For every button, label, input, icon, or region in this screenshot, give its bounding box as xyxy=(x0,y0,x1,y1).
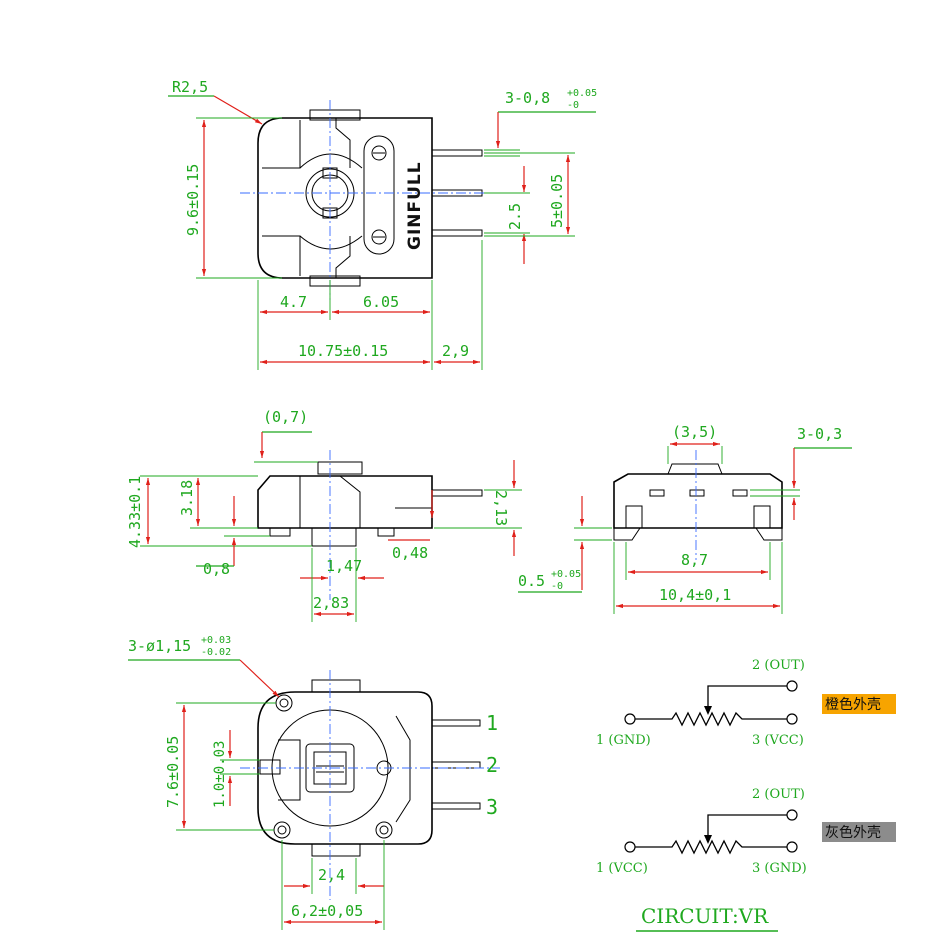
dim-end-inner: 8,7 xyxy=(681,551,708,569)
dim-post-width: 2,83 xyxy=(313,594,349,612)
dim-clearance: 0,48 xyxy=(392,544,428,562)
svg-text:+0.03: +0.03 xyxy=(201,635,231,646)
dim-hole-dia: 3-ø1,15 xyxy=(128,637,191,655)
dim-width-right: 6.05 xyxy=(363,293,399,311)
svg-text:+0.05: +0.05 xyxy=(567,88,597,99)
circuit1-left-label: 1 (GND) xyxy=(596,733,651,748)
svg-text:+0.05: +0.05 xyxy=(551,569,581,580)
pin-number-3: 3 xyxy=(486,795,498,819)
dim-side-offset: (0,7) xyxy=(263,408,308,426)
dim-end-outer: 10,4±0,1 xyxy=(659,586,731,604)
dim-post: 1,47 xyxy=(326,557,362,575)
circuit-caption: CIRCUIT:VR xyxy=(641,904,769,928)
circuit1-right-label: 3 (VCC) xyxy=(752,733,804,748)
bottom-view: 1 2 3 3-ø1,15 +0.03 -0.02 7.6±0.05 1.0±0… xyxy=(128,635,500,930)
top-slider-plate xyxy=(363,135,395,255)
dim-span: 5±0.05 xyxy=(548,174,566,228)
end-shaft xyxy=(667,463,723,475)
end-view: (3,5) 3-0,3 0.5 +0.05 -0 8,7 10,4±0,1 xyxy=(518,423,852,614)
pin-number-1: 1 xyxy=(486,711,498,735)
bottom-pin-3 xyxy=(431,802,481,810)
brand-text: GINFULL xyxy=(405,161,425,250)
dim-foot: 0,8 xyxy=(203,560,230,578)
circuit1-terminal-right xyxy=(786,713,798,725)
side-pin xyxy=(431,489,483,497)
dim-bottom-width: 6,2±0,05 xyxy=(291,902,363,920)
pin-number-2: 2 xyxy=(486,753,498,777)
svg-text:-0.02: -0.02 xyxy=(201,647,231,658)
circuit2-left-label: 1 (VCC) xyxy=(596,861,648,876)
dim-radius: R2,5 xyxy=(172,78,208,96)
side-body xyxy=(257,475,433,529)
svg-text:-0: -0 xyxy=(567,100,579,111)
mount-hole-2 xyxy=(273,821,291,839)
end-body xyxy=(613,473,783,529)
circuit1-tag-bg xyxy=(822,694,896,714)
dim-pin-height: 2,13 xyxy=(492,490,510,526)
top-pin-1 xyxy=(431,149,483,157)
top-tab-lower xyxy=(309,275,361,287)
dim-height: 9.6±0.15 xyxy=(184,164,202,236)
side-post xyxy=(311,527,357,547)
top-view: GINFULL R2,5 9.6±0.15 3-0,8 +0.05 -0 2.5 xyxy=(168,78,597,370)
dim-pin-length: 2,9 xyxy=(442,342,469,360)
circuit2-right-label: 3 (GND) xyxy=(752,861,807,876)
dim-standoff: 0.5 xyxy=(518,572,545,590)
dim-pin-dia: 3-0,8 xyxy=(505,89,550,107)
dim-pitch: 2.5 xyxy=(506,203,524,230)
circuit1-resistor xyxy=(635,711,787,727)
dim-width-left: 4.7 xyxy=(280,293,307,311)
circuit2-resistor xyxy=(635,839,787,855)
circuit2-out-label: 2 (OUT) xyxy=(752,787,805,802)
circuit1-out-label: 2 (OUT) xyxy=(752,658,805,673)
mount-hole-3 xyxy=(375,821,393,839)
circuit-grey: 2 (OUT) 1 (VCC) 3 (GND) 灰色外壳 xyxy=(596,787,896,876)
top-tab-upper xyxy=(309,109,361,121)
dim-slot-width: 2,4 xyxy=(318,866,345,884)
circuit1-tag: 橙色外壳 xyxy=(825,696,881,713)
bottom-body-outline xyxy=(257,691,433,845)
circuit2-terminal-right xyxy=(786,841,798,853)
circuit2-tag: 灰色外壳 xyxy=(825,824,881,841)
circuit1-terminal-left xyxy=(624,713,636,725)
circuit2-tag-bg xyxy=(822,822,896,842)
dim-pin-thickness: 3-0,3 xyxy=(797,425,842,443)
circuit2-terminal-left xyxy=(624,841,636,853)
circuit1-terminal-out xyxy=(786,680,798,692)
side-view: (0,7) 4.33±0.1 3.18 0,8 2,13 0,48 1,47 xyxy=(126,408,522,622)
dim-width-total: 10.75±0.15 xyxy=(298,342,388,360)
dim-side-height: 4.33±0.1 xyxy=(126,476,144,548)
mount-hole-1 xyxy=(275,694,293,712)
dim-slot: 1.0±0.03 xyxy=(212,741,228,808)
circuit2-terminal-out xyxy=(786,809,798,821)
dim-body-height: 3.18 xyxy=(178,480,196,516)
circuit-orange: 2 (OUT) 1 (GND) 3 (VCC) 橙色外壳 xyxy=(596,658,896,748)
bottom-pin-1 xyxy=(431,719,481,727)
svg-text:-0: -0 xyxy=(551,581,563,592)
top-pin-3 xyxy=(431,229,483,237)
dim-bottom-height: 7.6±0.05 xyxy=(164,736,182,808)
side-shaft xyxy=(317,461,363,475)
top-body-outline xyxy=(257,117,433,279)
dim-end-gap: (3,5) xyxy=(672,423,717,441)
bottom-pin-2 xyxy=(431,761,481,769)
